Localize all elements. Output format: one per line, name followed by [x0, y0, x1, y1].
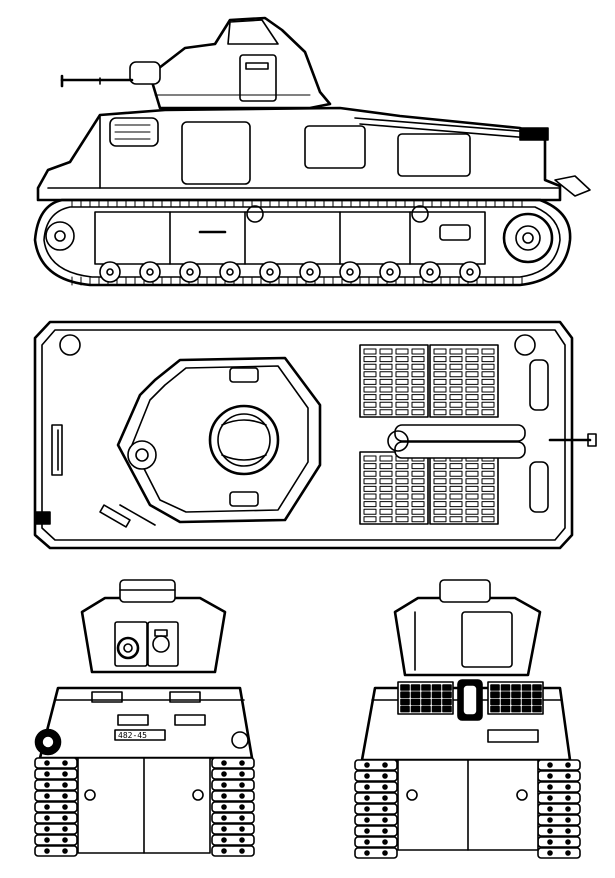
- rear-view: [354, 579, 581, 859]
- registration-plate: 482-45: [118, 731, 147, 740]
- side-view: [33, 16, 591, 287]
- front-view: 482-45: [34, 579, 255, 857]
- top-view: [33, 320, 597, 550]
